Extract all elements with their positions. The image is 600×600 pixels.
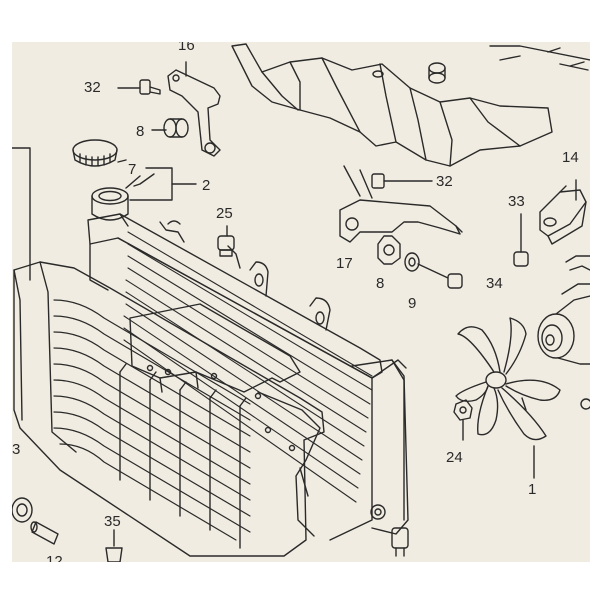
- bolt-34: [417, 263, 463, 289]
- callout-24: 24: [446, 449, 463, 466]
- callout-35: 35: [104, 513, 121, 530]
- stay-bracket-17: [339, 165, 463, 243]
- exploded-view-diagram: 16 32 8 7 2 25 32 14 33 17 8 9 34 24 1 3…: [12, 42, 590, 562]
- pin-12: [30, 521, 59, 545]
- radiator-grille-guard: [13, 261, 325, 557]
- rubber-mount-8-lower: [377, 235, 401, 265]
- left-leader-line: [12, 147, 31, 281]
- callout-25: 25: [216, 205, 233, 222]
- callout-3: 3: [12, 441, 20, 458]
- callout-9: 9: [408, 295, 416, 312]
- cooling-fan: [455, 317, 561, 441]
- upper-mounting-bracket: [167, 61, 221, 157]
- bolt-35: [105, 529, 123, 562]
- bolt-25: [217, 225, 235, 257]
- callout-34: 34: [486, 275, 503, 292]
- callout-12: 12: [46, 553, 63, 562]
- callout-14: 14: [562, 149, 579, 166]
- air-duct-shroud: [231, 43, 590, 167]
- callout-1: 1: [528, 481, 536, 498]
- filler-neck: [91, 187, 129, 221]
- callout-16: 16: [178, 42, 195, 54]
- callout-32-right: 32: [436, 173, 453, 190]
- callout-8-lower: 8: [376, 275, 384, 292]
- bolt-32-right: [371, 173, 433, 189]
- callout-2: 2: [202, 177, 210, 194]
- callout-7: 7: [128, 161, 136, 178]
- radiator-cap: [72, 139, 127, 167]
- lower-collar: [12, 497, 33, 523]
- callout-17: 17: [336, 255, 353, 272]
- fan-motor: [537, 255, 590, 410]
- nut-24: [453, 399, 473, 441]
- callout-8-upper: 8: [136, 123, 144, 140]
- callout-32-upper: 32: [84, 79, 101, 96]
- fan-bracket-14: [539, 185, 587, 245]
- callout-leaders-7-2: [125, 167, 197, 201]
- bolt-32-upper: [117, 79, 161, 95]
- callout-33: 33: [508, 193, 525, 210]
- rubber-mount-8-upper: [151, 118, 189, 138]
- bolt-33: [513, 213, 529, 267]
- washer-9: [404, 252, 420, 272]
- parts-diagram-sheet: 16 32 8 7 2 25 32 14 33 17 8 9 34 24 1 3…: [12, 42, 590, 562]
